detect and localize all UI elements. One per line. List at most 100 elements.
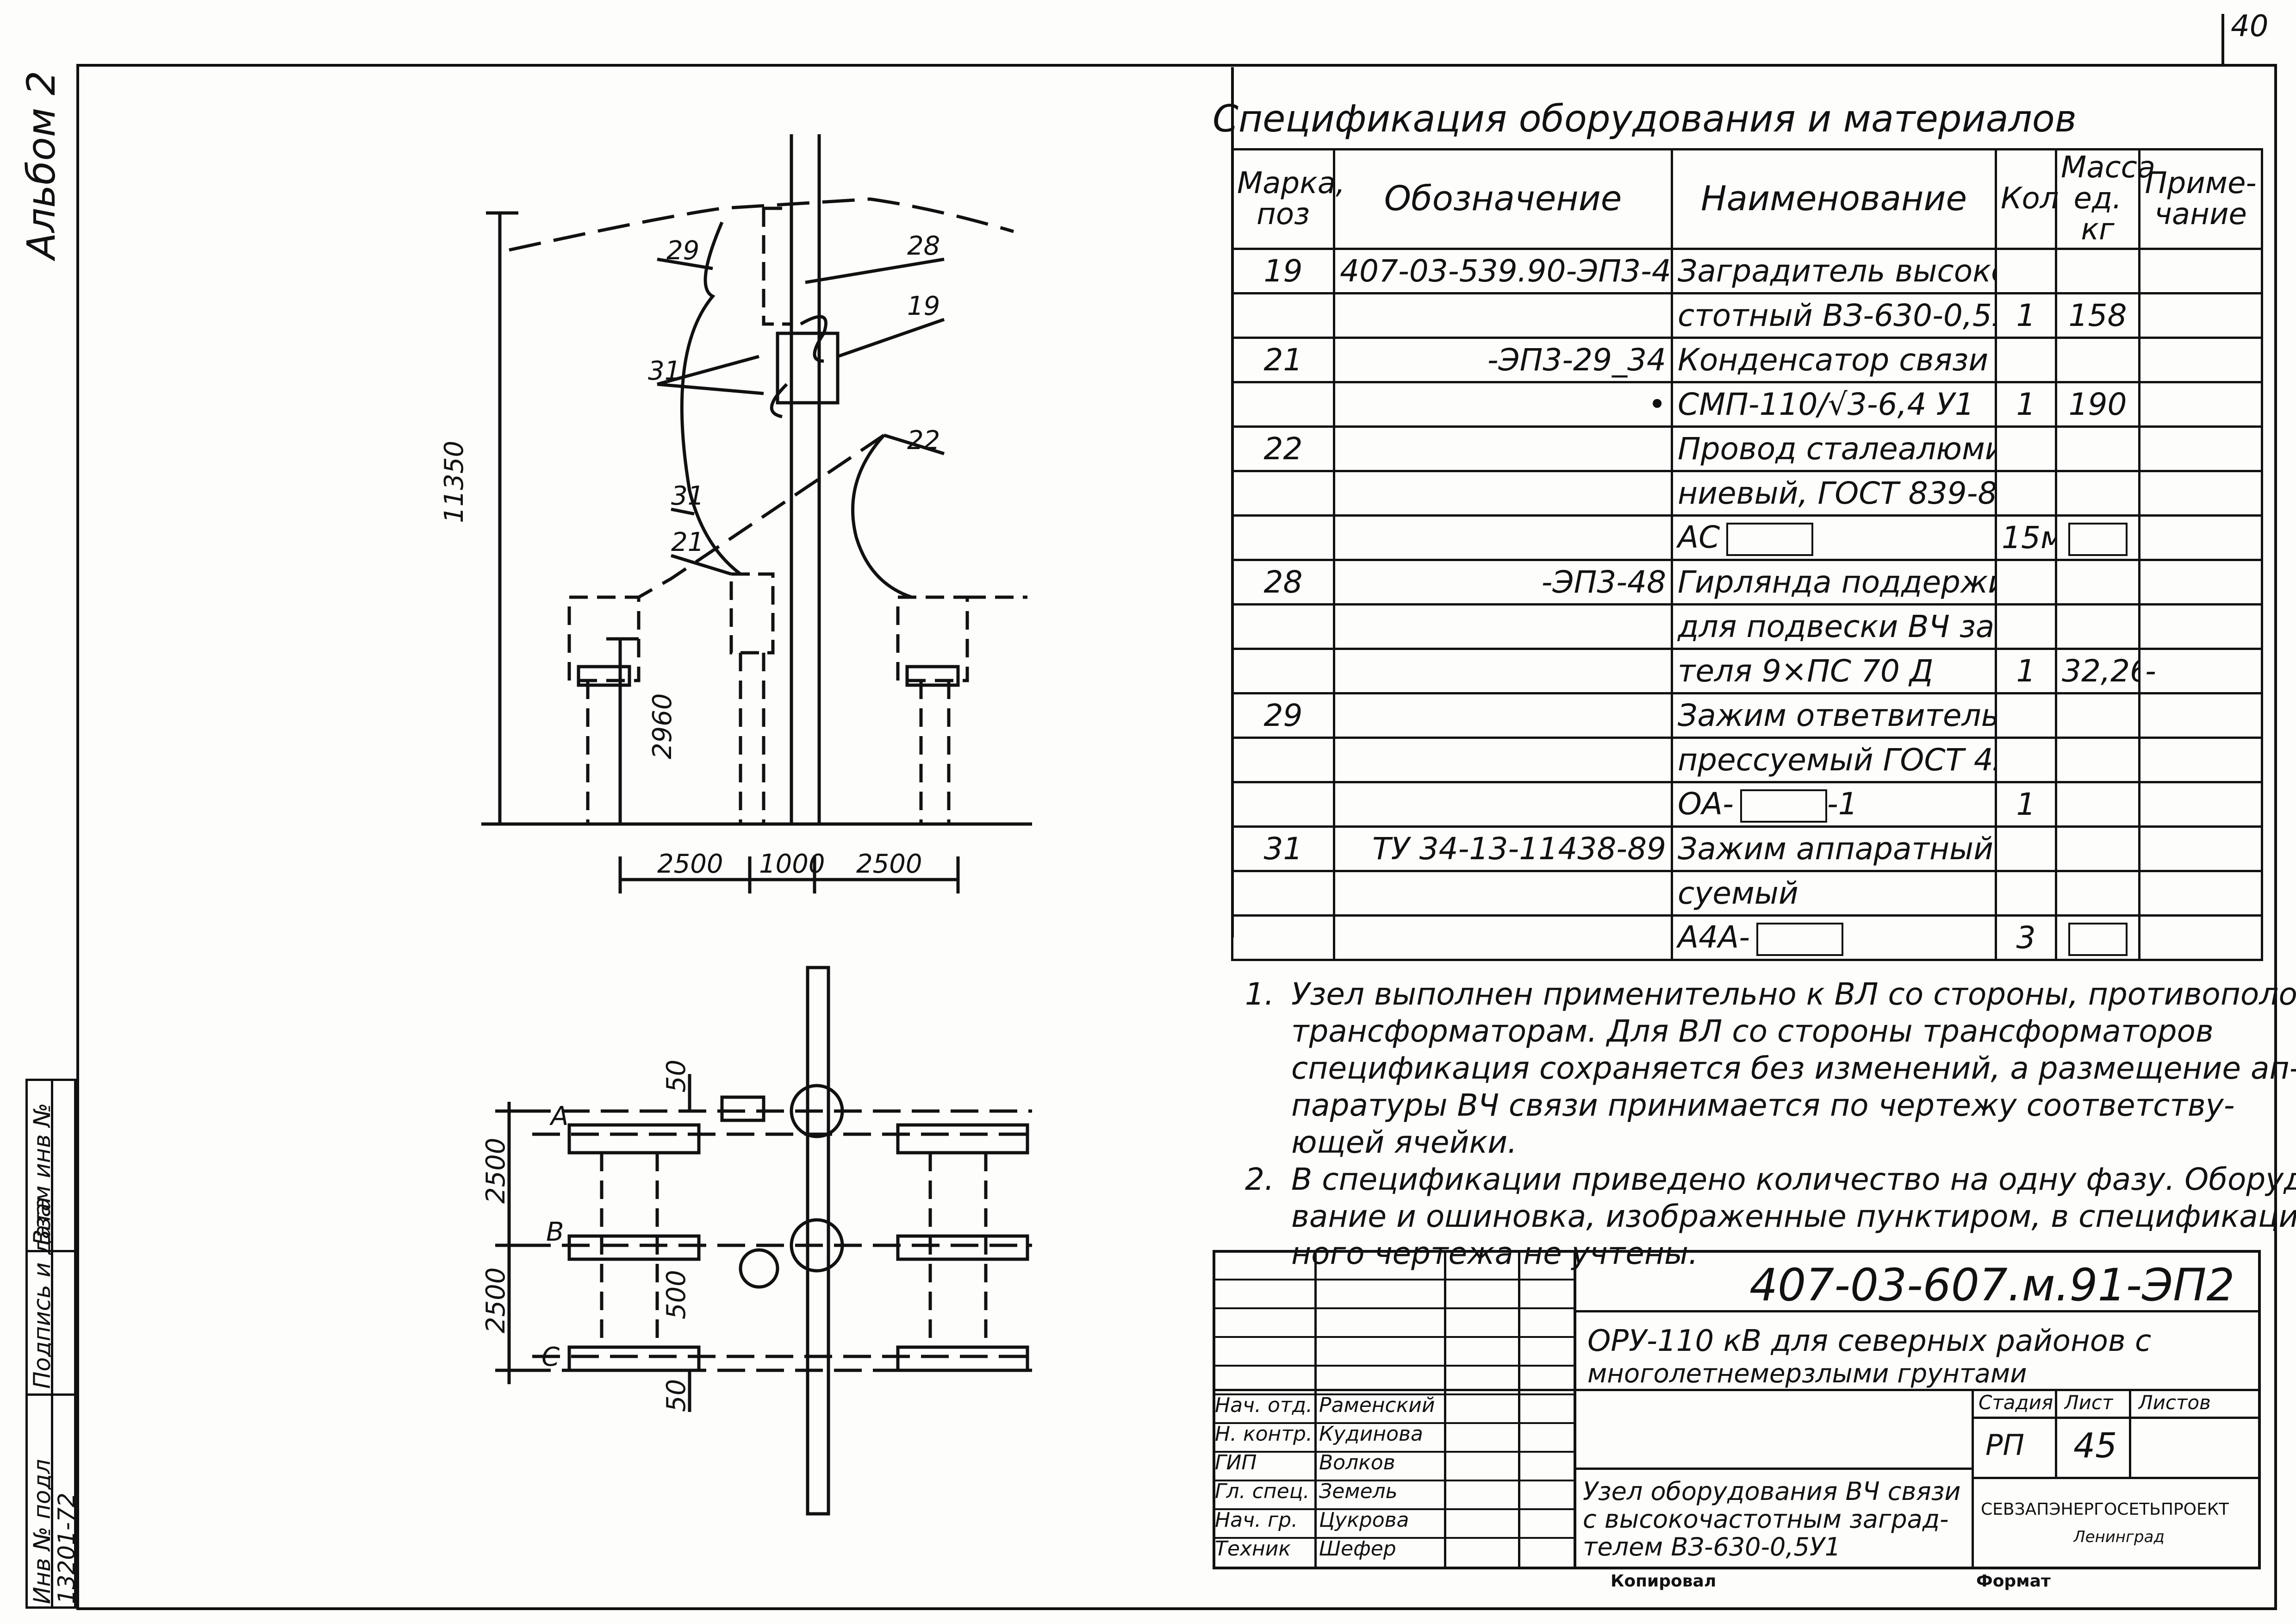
org-name: СЕВЗАПЭНЕРГОСЕТЬПРОЕКТ — [1981, 1500, 2229, 1519]
spec-cell-qty — [1995, 692, 2057, 739]
spec-value: прессуемый ГОСТ 4262-84 — [1678, 742, 1994, 778]
spec-value: 15м — [2002, 519, 2054, 556]
spec-cell-designation — [1333, 603, 1673, 650]
right-apparatus — [896, 595, 969, 682]
dim-center: 1000 — [759, 849, 825, 879]
spec-cell-mass — [2055, 736, 2140, 783]
spec-cell-mark — [1231, 603, 1335, 650]
spec-cell-designation: -ЭП3-48 — [1333, 558, 1673, 606]
plan-equipment — [896, 1123, 1029, 1155]
phase-label-a: A — [549, 1101, 568, 1131]
plan-dim-2: 2500 — [481, 1267, 511, 1333]
spec-cell-designation — [1333, 514, 1673, 561]
spec-cell-qty — [1995, 469, 2057, 517]
spec-cell-name: теля 9×ПС 70 Д — [1671, 647, 1997, 694]
blank-field — [1740, 789, 1827, 823]
tb-rule — [1574, 1250, 1576, 1569]
spec-value: 190 — [2068, 386, 2127, 422]
spec-cell-mark — [1231, 292, 1335, 339]
sheet-value: 45 — [2073, 1426, 2117, 1466]
spec-cell-name: Зажим ответвительный — [1671, 692, 1997, 739]
spec-cell-name: АС — [1671, 514, 1997, 561]
sheets-label: Листов — [2138, 1391, 2211, 1414]
tb-rule — [1574, 1310, 2261, 1312]
note-line: ющей ячейки. — [1291, 1124, 1518, 1160]
stage-value: РП — [1985, 1428, 2025, 1462]
spec-row: ниевый, ГОСТ 839-80 — [1231, 469, 2263, 517]
tb-grid-line — [1213, 1307, 1574, 1309]
spec-cell-name: ниевый, ГОСТ 839-80 — [1671, 469, 1997, 517]
title-block-frame — [1213, 1250, 2261, 1569]
tb-rule — [1972, 1417, 2261, 1419]
spec-cell-qty — [1995, 869, 2057, 917]
staff-name: Земель — [1319, 1480, 1398, 1503]
spec-cell-mark: 19 — [1231, 247, 1335, 294]
spec-cell-mark — [1231, 869, 1335, 917]
spec-cell-qty — [1995, 425, 2057, 472]
page-number: 40 — [2231, 9, 2269, 44]
dim-height-lower: 2960 — [647, 693, 678, 759]
tb-grid-line — [1213, 1365, 1574, 1367]
tb-grid-line — [1213, 1508, 1574, 1510]
stage-label: Стадия — [1979, 1391, 2053, 1414]
replace-label: Взам инв № — [29, 1103, 56, 1245]
spec-cell-qty: 15м — [1995, 514, 2057, 561]
spec-value: - — [2145, 653, 2156, 689]
spec-cell-name: СМП-110/√3-6,4 У1 — [1671, 381, 1997, 428]
plan-equipment — [567, 1234, 701, 1261]
spec-value: суемый — [1678, 875, 1798, 911]
spec-cell-designation: -ЭП3-29_34 — [1333, 336, 1673, 383]
spec-cell-mass: 32,26 — [2055, 647, 2140, 694]
staff-role: Гл. спец. — [1215, 1480, 1310, 1503]
spec-cell-mass — [2055, 336, 2140, 383]
spec-cell-note — [2138, 825, 2263, 872]
tb-grid-line — [1213, 1537, 1574, 1539]
spec-value: 1 — [2016, 786, 2036, 822]
spec-cell-mass — [2055, 692, 2140, 739]
spec-cell-name: для подвески ВЧ загради- — [1671, 603, 1997, 650]
spec-value: А4А- — [1678, 919, 1750, 955]
side-stamp-divider — [51, 1079, 53, 1609]
note-line: В спецификации приведено количество на о… — [1291, 1162, 2296, 1197]
spec-cell-mark — [1231, 381, 1335, 428]
tb-grid-line — [1213, 1422, 1574, 1424]
tb-grid-line — [1213, 1336, 1574, 1338]
spec-cell-note — [2138, 247, 2263, 294]
spec-cell-designation — [1333, 292, 1673, 339]
spec-value: 407-03-539.90-ЭП3-40 — [1340, 253, 1672, 289]
spec-row: прессуемый ГОСТ 4262-84 — [1231, 736, 2263, 783]
header-mass: Масса ед. кг — [2055, 148, 2155, 250]
spec-cell-designation — [1333, 425, 1673, 472]
callout: 31 — [671, 481, 704, 511]
spec-cell-name: Провод сталеалюми- — [1671, 425, 1997, 472]
spec-cell-note — [2138, 736, 2263, 783]
plan-insulator — [790, 1218, 844, 1273]
note-line: Узел выполнен применительно к ВЛ со стор… — [1291, 976, 2296, 1012]
spec-cell-designation — [1333, 692, 1673, 739]
blank-field — [1756, 922, 1844, 956]
spec-row: суемый — [1231, 869, 2263, 917]
spec-cell-note — [2138, 558, 2263, 606]
spec-cell-note: - — [2138, 647, 2263, 694]
drawing-title-2: с высокочастотным заград- — [1583, 1505, 1949, 1534]
drawing-title-1: Узел оборудования ВЧ связи — [1583, 1477, 1961, 1506]
spec-row: АС15м — [1231, 514, 2263, 561]
tb-rule — [1213, 1389, 2261, 1391]
header-designation: Обозначение — [1333, 148, 1673, 250]
callout: 29 — [666, 236, 699, 266]
spec-cell-designation — [1333, 647, 1673, 694]
spec-cell-qty — [1995, 603, 2057, 650]
dim-left: 2500 — [657, 849, 723, 879]
inv-label: Инв № подл — [29, 1459, 56, 1604]
spec-cell-note — [2138, 869, 2263, 917]
spec-cell-mass — [2055, 558, 2140, 606]
spec-cell-mass — [2055, 781, 2140, 828]
spec-value: Конденсатор связи — [1678, 342, 1989, 378]
spec-cell-designation — [1333, 781, 1673, 828]
plan-small-dim: 500 — [661, 1270, 691, 1319]
